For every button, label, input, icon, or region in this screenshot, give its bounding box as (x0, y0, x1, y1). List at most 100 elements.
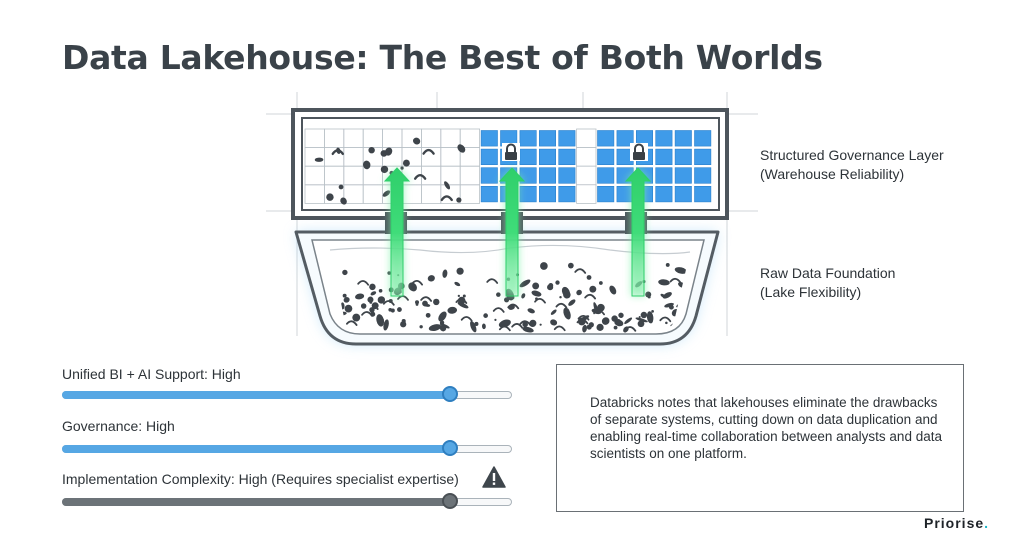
data-particle (367, 296, 374, 303)
brand-dot: . (984, 515, 990, 531)
data-particle (504, 297, 510, 303)
data-particle (492, 307, 505, 313)
raw-layer-subtitle: (Lake Flexibility) (760, 284, 862, 300)
unstructured-item (400, 166, 404, 170)
governance-layer-label: Structured Governance Layer (Warehouse R… (760, 146, 944, 184)
data-particle (540, 262, 548, 270)
unstructured-item (314, 157, 324, 162)
metric-label-governance: Governance: High (62, 418, 175, 434)
data-cell (674, 167, 692, 184)
data-cell (519, 130, 537, 147)
data-cell (597, 130, 615, 147)
data-particle (596, 323, 604, 331)
data-particle (481, 323, 486, 330)
data-particle (433, 298, 440, 306)
data-particle (577, 314, 590, 321)
data-particle (370, 291, 377, 296)
data-particle (508, 304, 515, 310)
data-particle (442, 269, 448, 278)
unstructured-item (326, 193, 334, 201)
data-particle (563, 307, 570, 314)
data-particle (586, 275, 592, 280)
upward-arrows (383, 167, 652, 297)
data-particle (457, 301, 469, 309)
lock-shackle (506, 143, 516, 152)
data-particle (388, 299, 393, 303)
data-cell (616, 130, 634, 147)
data-particle (534, 298, 546, 304)
unstructured-item (444, 181, 451, 190)
data-particle (428, 324, 442, 332)
data-particle (400, 321, 407, 328)
data-cell (616, 186, 634, 203)
data-particle (483, 313, 488, 318)
data-particle (658, 279, 670, 286)
data-particle (457, 294, 460, 298)
data-particle (462, 294, 466, 298)
data-cell (597, 186, 615, 203)
data-particle (342, 269, 348, 276)
data-particle (498, 319, 511, 328)
data-cell (480, 167, 498, 184)
data-particle (613, 325, 618, 330)
data-particle (470, 321, 477, 333)
data-particle (601, 317, 610, 325)
data-particle (593, 309, 606, 316)
data-particle (454, 281, 461, 287)
metric-bar-complexity (62, 493, 512, 509)
data-particle (589, 285, 597, 293)
data-cell (480, 130, 498, 147)
unstructured-item (382, 190, 391, 197)
governance-layer-subtitle: (Warehouse Reliability) (760, 166, 905, 182)
lock-icon (633, 152, 645, 160)
data-particle (369, 307, 375, 313)
lock-icon (505, 152, 517, 160)
up-arrow-icon (383, 167, 411, 297)
data-cell (655, 148, 673, 166)
data-particle (574, 268, 587, 274)
data-particle (369, 283, 376, 291)
unstructured-item (368, 146, 375, 154)
data-particle (496, 292, 501, 297)
brand-logo: Priorise. (924, 515, 989, 531)
data-particle (637, 320, 645, 328)
unstructured-item (457, 144, 466, 153)
lock-icons (502, 143, 648, 161)
data-particle (521, 293, 526, 299)
data-particle (422, 300, 428, 307)
metric-bar-bi-ai (62, 386, 512, 402)
data-particle (645, 291, 652, 298)
data-particle (668, 304, 674, 310)
unstructured-item (338, 184, 344, 190)
data-particle (669, 277, 682, 284)
data-cell (694, 186, 712, 203)
data-particle (474, 321, 479, 326)
metric-fill-governance (62, 445, 449, 453)
data-cell (519, 186, 537, 203)
data-particle (460, 316, 473, 322)
data-particle (420, 296, 433, 302)
data-particle (561, 286, 570, 298)
data-particle (376, 314, 385, 327)
data-particle (635, 317, 648, 323)
data-particle (553, 325, 566, 332)
raw-layer-label: Raw Data Foundation (Lake Flexibility) (760, 264, 895, 302)
data-cell (558, 167, 576, 184)
data-cell (655, 186, 673, 203)
up-arrow-icon (498, 167, 526, 297)
unstructured-item (363, 160, 371, 170)
metric-label-bi-ai: Unified BI + AI Support: High (62, 366, 241, 382)
data-particle (586, 324, 592, 330)
unstructured-item (380, 165, 389, 174)
data-cell (480, 186, 498, 203)
metric-bar-governance (62, 440, 512, 456)
metric-fill-complexity (62, 498, 449, 506)
data-particle (640, 311, 648, 319)
brand-name: Priorise (924, 515, 985, 531)
governance-layer-title: Structured Governance Layer (760, 147, 944, 163)
lock-shackle (634, 143, 644, 152)
data-particle (598, 281, 603, 285)
data-particle (651, 310, 654, 313)
data-cell (558, 186, 576, 203)
data-particle (674, 267, 687, 274)
